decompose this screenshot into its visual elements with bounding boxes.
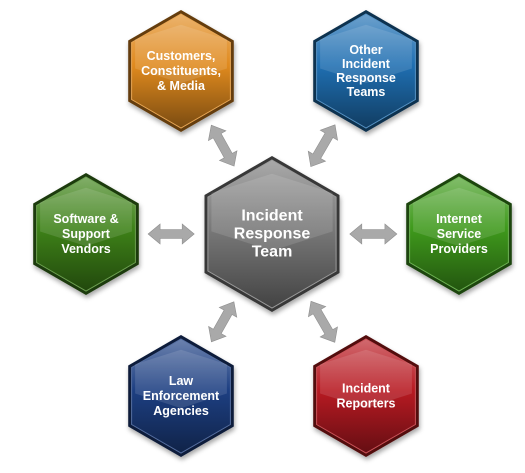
double-arrow-software	[147, 223, 195, 245]
hex-customers-label-line: Customers,	[147, 49, 216, 63]
hex-other-teams-face	[316, 13, 416, 129]
hex-other-teams-label-line: Teams	[347, 85, 386, 99]
hex-law-label-line: Law	[169, 374, 194, 388]
hex-law-gloss	[135, 349, 227, 409]
double-arrow-other-teams	[307, 124, 339, 168]
hexagon-nodes: Customers,Constituents,& MediaOtherIncid…	[33, 10, 512, 457]
hex-reporters-face	[316, 338, 416, 454]
hex-reporters-label-line: Incident	[342, 382, 391, 396]
connector-arrows	[147, 124, 398, 343]
hex-isp-label-line: Internet	[436, 212, 483, 226]
hex-law-face	[131, 338, 231, 454]
hex-incident-response-team-label-line: Team	[252, 244, 293, 261]
hex-isp-face	[409, 176, 509, 292]
hex-isp-label-line: Service	[437, 227, 482, 241]
hex-customers-label-line: Constituents,	[141, 64, 221, 78]
hex-software-label-line: Vendors	[61, 242, 110, 256]
hex-other-teams-gloss	[320, 24, 412, 84]
hex-incident-response-team-label-line: Response	[234, 226, 311, 243]
hex-customers-face	[131, 13, 231, 129]
hex-software-gloss	[40, 187, 132, 247]
hex-incident-response-team-label-line: Incident	[241, 208, 303, 225]
hex-other-teams-label-line: Other	[349, 43, 382, 57]
hex-other-teams-label-line: Incident	[342, 57, 391, 71]
double-arrow-law	[208, 301, 238, 343]
double-arrow-isp	[349, 223, 398, 245]
hex-law-label-line: Enforcement	[143, 389, 220, 403]
hex-reporters-label-line: Reporters	[336, 397, 395, 411]
double-arrow-customers	[207, 124, 238, 167]
hex-customers-gloss	[135, 24, 227, 84]
hex-incident-response-team-gloss	[211, 173, 333, 251]
double-arrow-reporters	[307, 300, 338, 343]
hex-customers-label-line: & Media	[157, 79, 206, 93]
hex-reporters-gloss	[320, 349, 412, 409]
hex-software-label-line: Software &	[53, 212, 118, 226]
hex-isp-label-line: Providers	[430, 242, 488, 256]
hex-software-face	[36, 176, 136, 292]
hex-software-label-line: Support	[62, 227, 111, 241]
hex-incident-response-team-face	[207, 159, 337, 309]
hex-isp-gloss	[413, 187, 505, 247]
hex-customers: Customers,Constituents,& Media	[128, 10, 234, 132]
hex-other-teams-label-line: Response	[336, 71, 396, 85]
hex-law-label-line: Agencies	[153, 404, 209, 418]
